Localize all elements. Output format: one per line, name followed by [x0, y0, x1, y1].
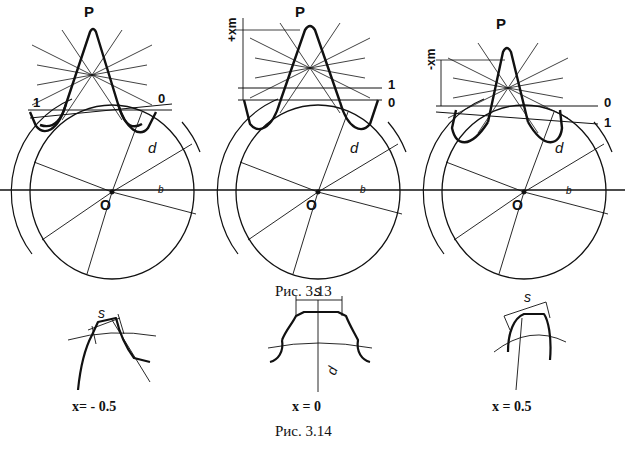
line-label: 0	[604, 96, 611, 109]
thickness-label: s	[314, 284, 321, 298]
line-label: 0	[158, 92, 165, 105]
thickness-label: s	[98, 306, 105, 320]
subscript: b	[158, 185, 164, 195]
shift-value: x = 0	[292, 400, 321, 414]
diameter-label: d	[324, 365, 340, 377]
figure-caption: Рис. 3.14	[275, 424, 332, 439]
line-label: 1	[33, 96, 40, 109]
point-label: P	[295, 4, 305, 19]
thickness-label: s	[524, 290, 531, 304]
shift-value: x= - 0.5	[72, 400, 116, 414]
diameter-label: d	[148, 140, 156, 155]
figure-caption: Рис. 3.13	[275, 284, 332, 299]
diameter-label: d	[350, 140, 358, 155]
center-label: O	[100, 198, 111, 212]
line-label: 1	[604, 116, 611, 129]
shift-label: -xm	[425, 49, 437, 70]
subscript: b	[360, 185, 366, 195]
diameter-label: d	[555, 140, 563, 155]
subscript: b	[566, 186, 572, 196]
line-label: 0	[388, 96, 395, 109]
shift-value: x = 0.5	[492, 400, 531, 414]
point-label: P	[496, 16, 506, 31]
center-label: O	[512, 198, 523, 212]
center-label: O	[306, 198, 317, 212]
shift-label: +xm	[226, 18, 238, 42]
point-label: P	[84, 4, 94, 19]
line-label: 1	[388, 78, 395, 91]
